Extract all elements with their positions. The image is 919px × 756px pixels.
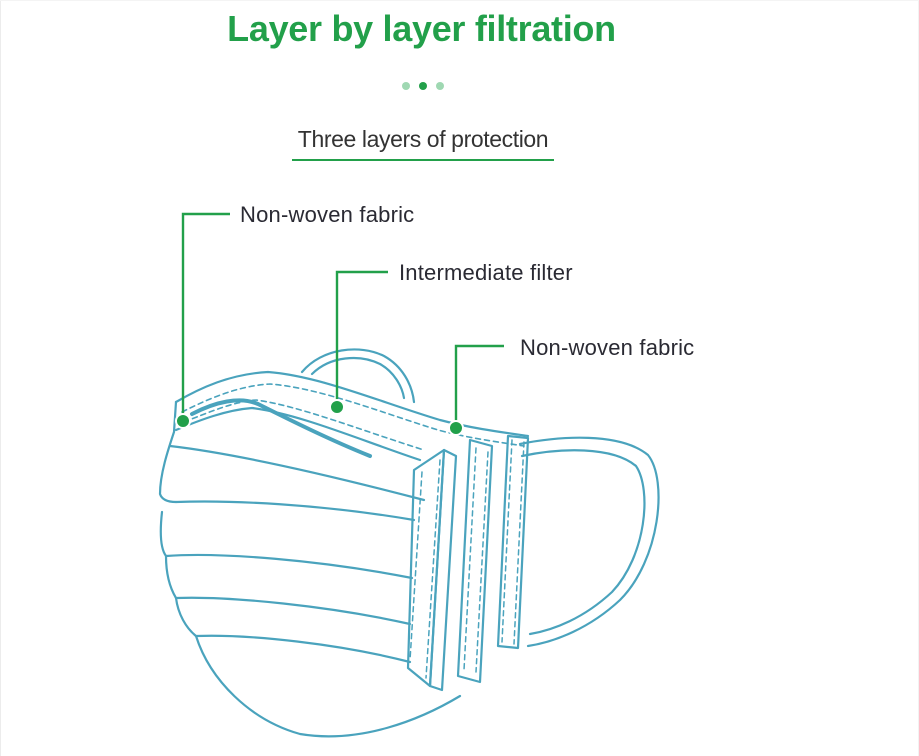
callout-dot-3 (448, 420, 464, 436)
callout-line-3 (454, 344, 504, 428)
layer-label-inner: Non-woven fabric (520, 335, 695, 360)
callout-line-2 (335, 270, 388, 406)
top-layer-fold-dashed (183, 399, 425, 451)
chin-outline (194, 634, 462, 738)
callout-dot-1 (175, 413, 191, 429)
subtitle-underline (292, 159, 554, 161)
callout-dot-2 (329, 399, 345, 415)
side-band-2-outer (456, 438, 494, 684)
side-band-3-dash-a (501, 439, 513, 643)
side-band-1-dash-a (409, 471, 423, 661)
top-layer-outer (174, 370, 530, 438)
dot-inactive-left (402, 82, 410, 90)
pagination-dots (398, 82, 448, 92)
nose-wire (190, 398, 372, 458)
left-edge (158, 400, 178, 504)
layer-label-outer: Non-woven fabric (240, 202, 415, 227)
layer-label-middle: Intermediate filter (399, 260, 573, 285)
subtitle: Three layers of protection (297, 126, 549, 152)
pleat-1-top (168, 444, 426, 502)
side-band-1-outer (428, 448, 458, 692)
dot-active (419, 82, 427, 90)
frame-border-top (0, 0, 919, 1)
pleat-3 (164, 554, 412, 626)
callout-line-1 (181, 212, 230, 420)
back-layer (300, 348, 416, 404)
side-band-3-outer (496, 434, 530, 650)
ear-loop (518, 436, 660, 648)
side-band-1-dash-b (425, 459, 441, 679)
subtitle-block: Three layers of protection (292, 126, 554, 161)
pleat-4 (174, 596, 412, 664)
back-layer-inner (310, 357, 406, 400)
page-title: Layer by layer filtration (227, 8, 616, 49)
side-band-3-dash-b (513, 441, 525, 645)
pleat-2 (159, 510, 414, 580)
pleat-1 (174, 500, 416, 522)
frame-border-left (0, 0, 1, 756)
ear-loop-inner (520, 449, 646, 636)
side-band-2-dash-a (463, 447, 477, 671)
top-layer-dashed (181, 383, 525, 447)
side-band-2-dash-b (475, 451, 489, 673)
dot-inactive-right (436, 82, 444, 90)
side-band-1-a (406, 448, 446, 688)
